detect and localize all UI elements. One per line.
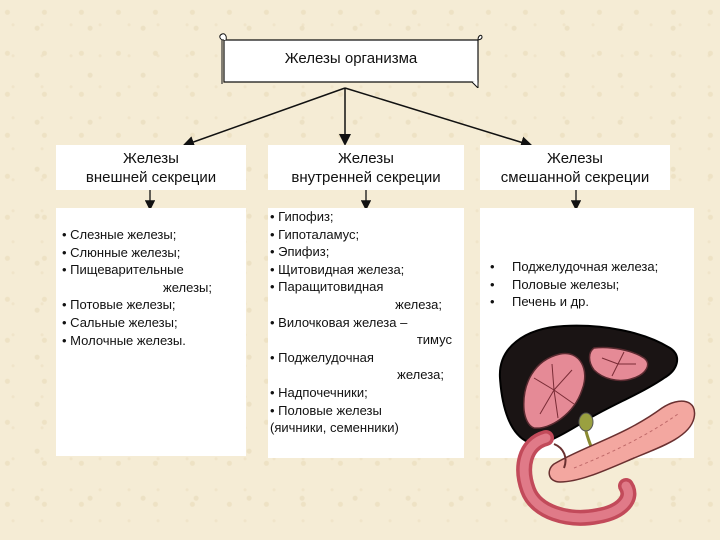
heading-line: Железы <box>547 150 603 167</box>
heading-mixed-secretion: Железы смешанной секреции <box>480 145 670 190</box>
list-item: • Гипофиз; <box>270 209 334 224</box>
title-scroll-banner <box>219 33 483 88</box>
heading-line: Железы <box>123 150 179 167</box>
heading-line: смешанной секреции <box>500 169 650 186</box>
list-item: • Щитовидная железа; <box>270 261 405 277</box>
list-item: • Сальные железы; <box>62 314 178 330</box>
list-item: • Эпифиз; <box>270 244 330 260</box>
list-item: • Половые железы(яичники, семенники) <box>270 402 399 436</box>
list-item: •Поджелудочная железа; <box>490 259 659 274</box>
heading-line: внешней секреции <box>85 169 217 186</box>
list-internal-secretion: • Гипофиз; • Гипоталамус; • Эпифиз; • Щи… <box>268 208 464 458</box>
list-item: • Слезные железы; <box>62 227 177 242</box>
list-item: • Гипоталамус; <box>270 226 360 242</box>
liver-pancreas-illustration <box>498 324 696 526</box>
list-item: • Потовые железы; <box>62 297 176 313</box>
heading-internal-secretion: Железы внутренней секреции <box>268 145 464 190</box>
list-item: •Печень и др. <box>490 294 590 310</box>
list-item: • Слюнные железы; <box>62 244 181 260</box>
heading-external-secretion: Железы внешней секреции <box>56 145 246 190</box>
list-item: • Молочные железы. <box>62 332 186 348</box>
arrow-to-mixed <box>344 87 533 149</box>
heading-line: Железы <box>338 150 394 167</box>
list-external-secretion: • Слезные железы; • Слюнные железы; • Пи… <box>56 208 246 456</box>
list-item: • Надпочечники; <box>270 384 368 400</box>
arrow-to-external <box>182 87 346 148</box>
heading-line: внутренней секреции <box>291 169 441 186</box>
list-item: • Вилочковая железа –тимус <box>270 314 452 348</box>
diagram-title: Железы организма <box>284 50 418 67</box>
list-item: •Половые железы; <box>490 276 620 292</box>
